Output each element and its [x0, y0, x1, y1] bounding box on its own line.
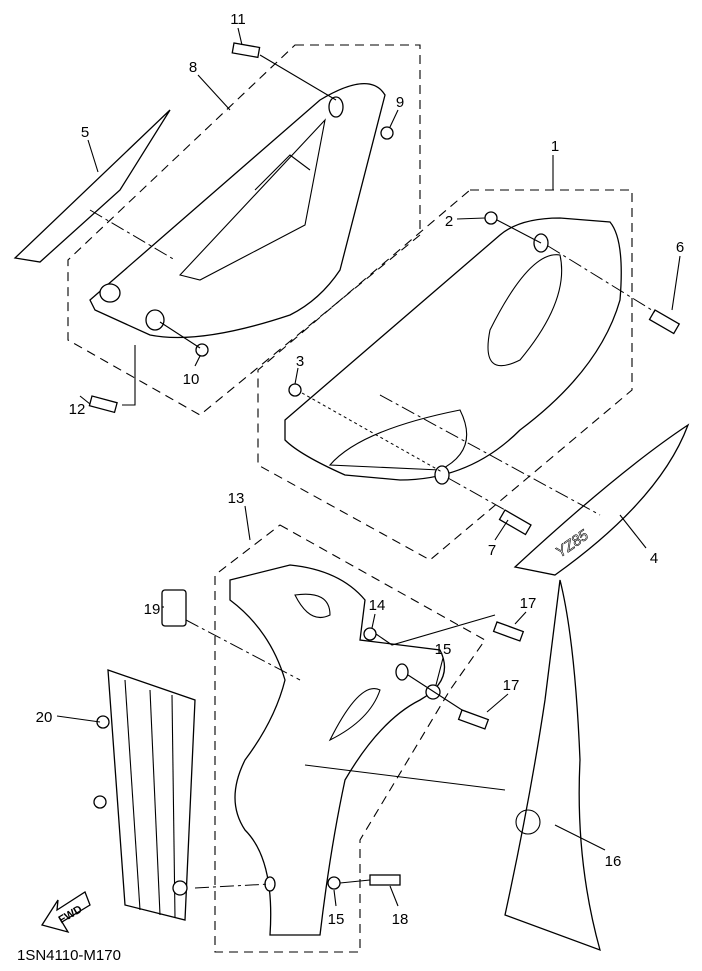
callout-7: 7: [488, 542, 496, 559]
group-box-13: [214, 524, 486, 953]
callout-15a: 15: [435, 641, 452, 658]
washer-15a: [425, 684, 441, 700]
callout-17a: 17: [520, 595, 537, 612]
part-16-decal: [504, 579, 601, 952]
washer-3: [288, 383, 302, 397]
callout-4: 4: [650, 550, 658, 567]
part-1-side-cover: [284, 217, 622, 485]
callout-11: 11: [230, 11, 246, 28]
bolt-17a: [492, 621, 525, 642]
bolt-17b: [457, 709, 490, 730]
bolt-11: [231, 42, 261, 59]
washer-14: [363, 627, 377, 641]
callout-2: 2: [445, 213, 453, 230]
diagram-code: 1SN4110-M170: [17, 947, 121, 964]
callout-8: 8: [189, 59, 197, 76]
callout-16: 16: [605, 853, 622, 870]
part-16-logo: [515, 809, 541, 835]
fasteners: [88, 42, 681, 890]
callout-13: 13: [228, 490, 245, 507]
leader-lines: [56, 27, 681, 907]
washer-2: [484, 211, 498, 225]
group-box-8: [67, 44, 421, 416]
assembly-lines: [89, 54, 656, 889]
callout-20: 20: [36, 709, 53, 726]
callout-9: 9: [396, 94, 404, 111]
washer-10: [195, 343, 209, 357]
part-5-decal: [13, 109, 171, 263]
callouts: 11 8 9 5 1 2 6 10 12 3 7 4 13 19 14 17 1…: [36, 11, 685, 928]
bolt-12: [88, 395, 118, 414]
callout-14: 14: [369, 597, 386, 614]
callout-18: 18: [392, 911, 409, 928]
fwd-arrow-icon: FWD: [40, 891, 91, 934]
group-box-1: [257, 189, 633, 561]
washer-9: [380, 126, 394, 140]
bolt-7: [498, 509, 532, 536]
callout-19: 19: [144, 601, 161, 618]
callout-1: 1: [551, 138, 559, 155]
part-20-louver: [93, 669, 196, 921]
washer-15b: [327, 876, 341, 890]
callout-6: 6: [676, 239, 684, 256]
callout-15b: 15: [328, 911, 345, 928]
part-19-pad: [161, 589, 187, 627]
callout-17b: 17: [503, 677, 520, 694]
bolt-18: [369, 874, 401, 886]
part-4-decal: YZ85: [513, 423, 690, 576]
callout-3: 3: [296, 353, 304, 370]
part-8-side-cover: [89, 82, 386, 339]
bolt-6: [648, 309, 681, 335]
callout-5: 5: [81, 124, 89, 141]
callout-10: 10: [183, 371, 200, 388]
callout-12: 12: [69, 401, 86, 418]
